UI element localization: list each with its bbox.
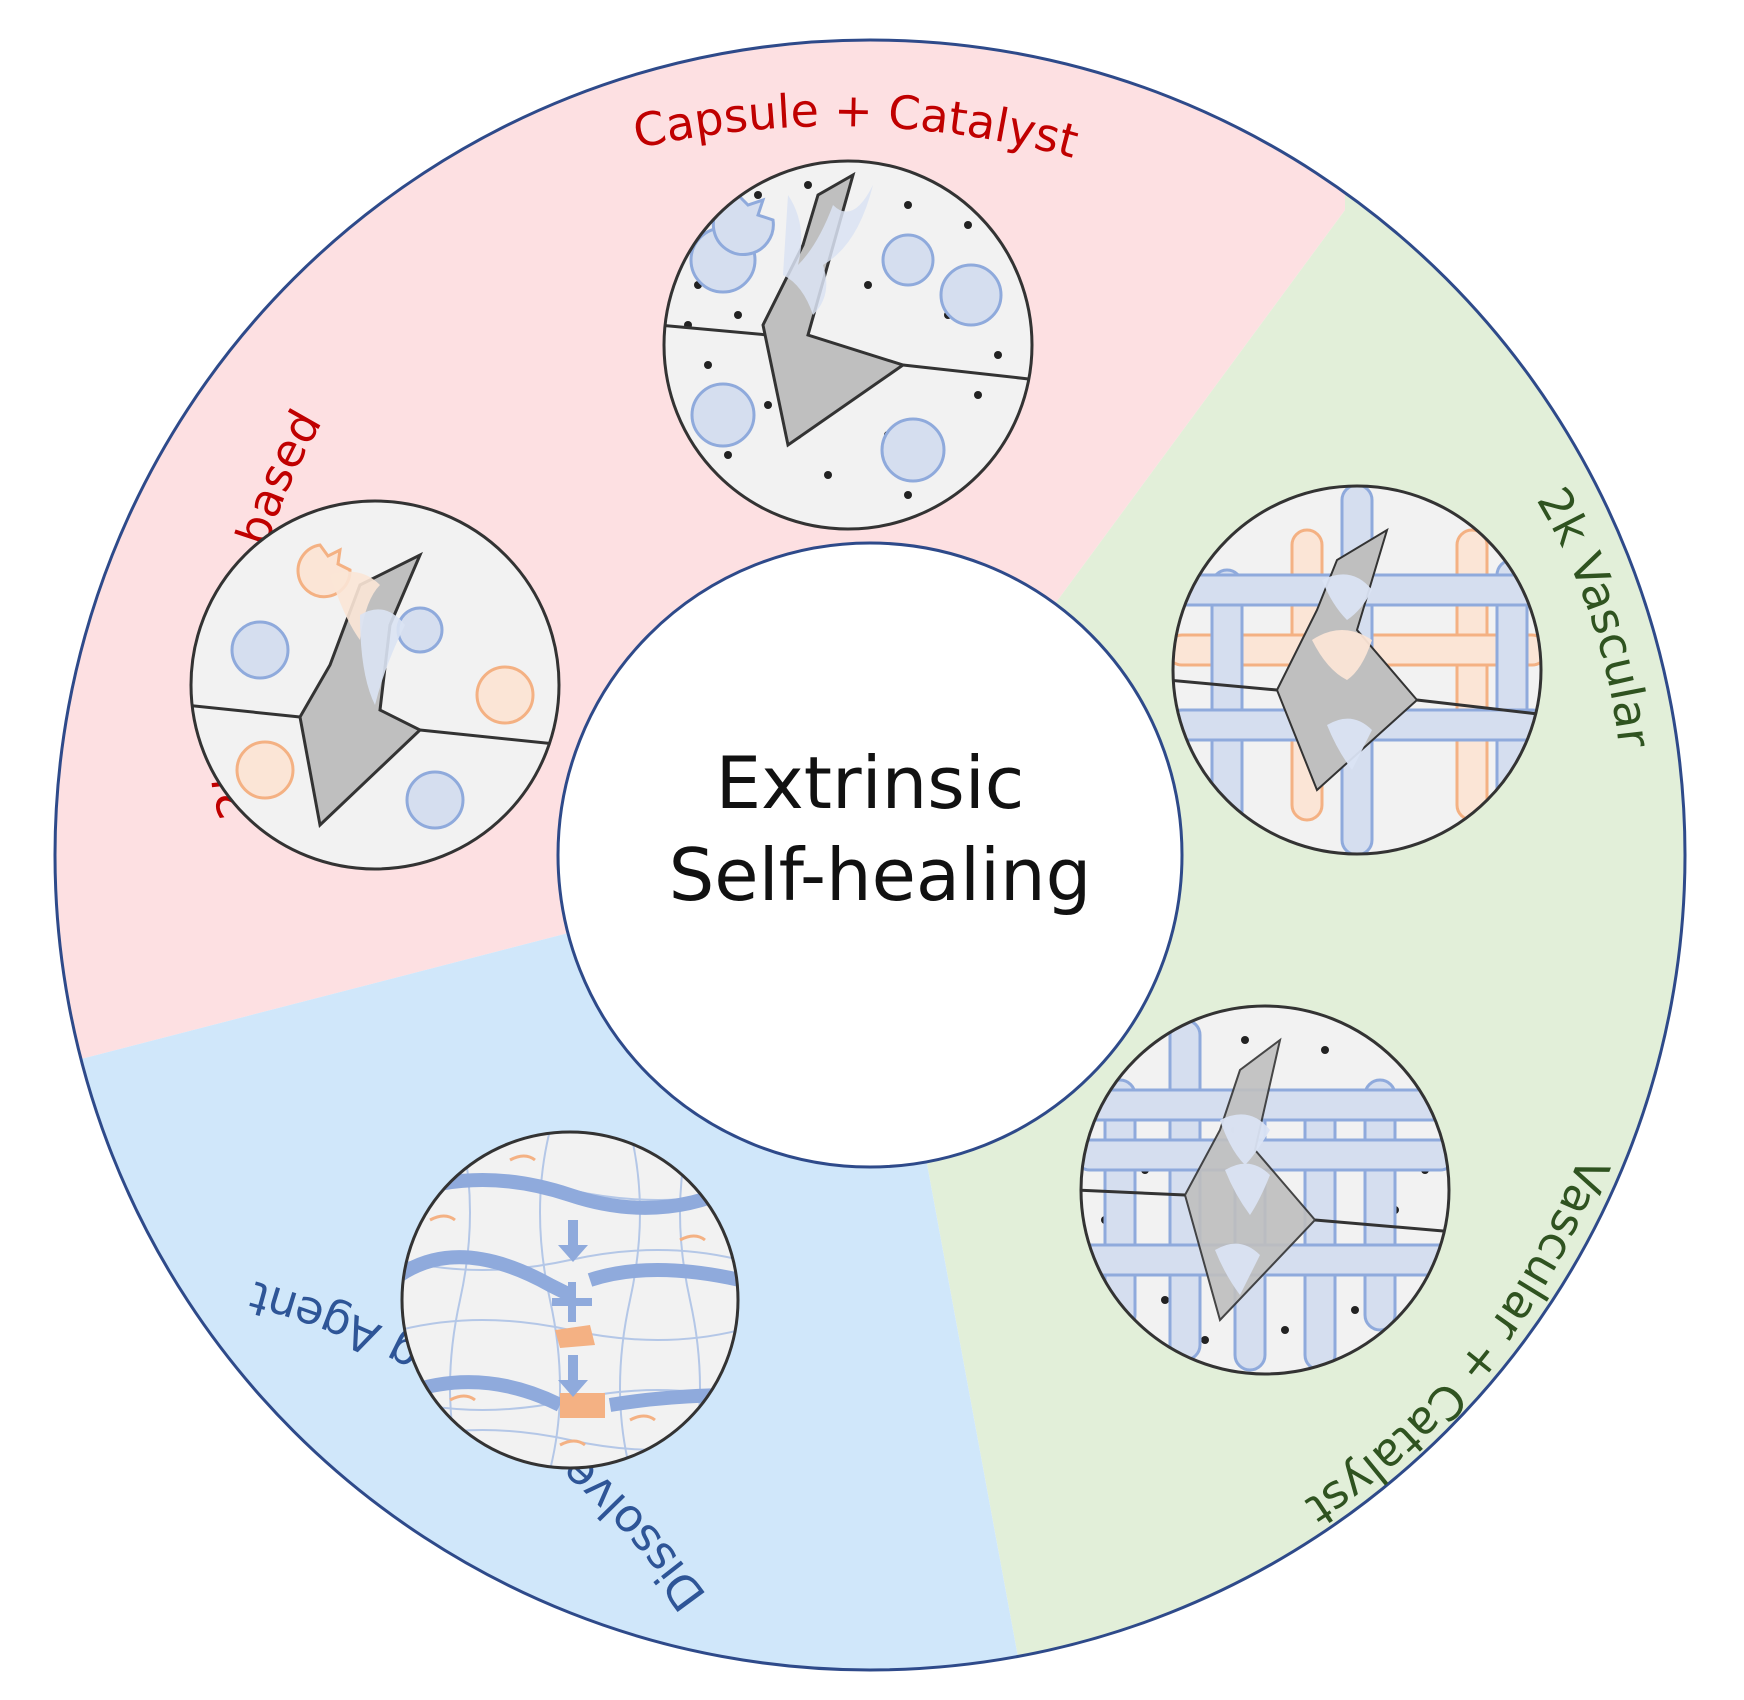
boundary-line bbox=[191, 703, 301, 719]
healing-agent-orange bbox=[330, 571, 380, 640]
center-circle bbox=[556, 541, 1184, 1169]
inset-2k-vascular bbox=[1171, 484, 1543, 856]
capsules-blue bbox=[230, 606, 465, 830]
orange-fragments bbox=[429, 1154, 706, 1447]
healing-agent-blue bbox=[360, 609, 405, 705]
arrow-icons bbox=[552, 1220, 592, 1397]
inset-dissolved-healing bbox=[400, 1130, 740, 1470]
healing-agent-bond bbox=[560, 1393, 605, 1418]
inset-2k-capsule bbox=[189, 499, 561, 871]
boundary-line bbox=[1173, 678, 1278, 692]
center-title-line1: Extrinsic bbox=[716, 741, 1025, 825]
healing-agent-release bbox=[783, 185, 873, 315]
healing-agent-mix bbox=[1312, 630, 1372, 680]
inset-vascular-catalyst bbox=[1079, 1004, 1451, 1376]
healing-agent bbox=[1215, 1114, 1270, 1295]
center-title-line2: Self-healing bbox=[669, 833, 1092, 917]
healing-agent bbox=[555, 1325, 595, 1348]
boundary-line bbox=[664, 323, 769, 337]
capsules-orange bbox=[235, 543, 535, 800]
outer-ring bbox=[53, 38, 1687, 1672]
boundary-line bbox=[1081, 1188, 1186, 1197]
capsules bbox=[689, 193, 1003, 483]
inset-capsule-catalyst bbox=[662, 159, 1034, 531]
